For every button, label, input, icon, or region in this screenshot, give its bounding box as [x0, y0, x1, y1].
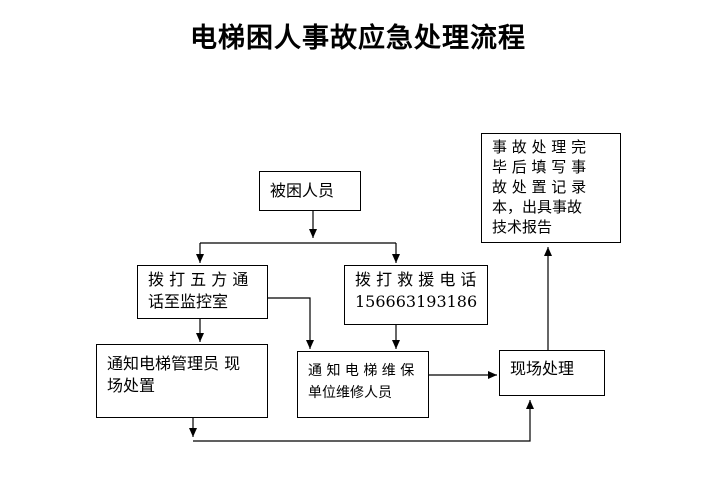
node-onsite-handling-text: 现场处理	[510, 359, 575, 378]
node-accident-record-report: 事 故 处 理 完 毕 后 填 写 事 故 处 置 记 录 本，出具事故 技术报…	[481, 133, 621, 243]
node-notify-elevator-manager-line1: 通知电梯管理员 现	[107, 354, 241, 373]
node-notify-maintenance-unit-line2: 单位维修人员	[308, 385, 392, 401]
node-call-control-room-line2: 话至监控室	[148, 292, 229, 311]
node-accident-record-report-line3: 故 处 置 记 录	[492, 178, 587, 196]
node-trapped-person-text: 被困人员	[270, 181, 335, 200]
node-call-control-room: 拨 打 五 方 通 话至监控室	[137, 265, 268, 319]
node-call-control-room-line1: 拨 打 五 方 通	[148, 270, 249, 289]
node-notify-elevator-manager-line2: 场处置	[107, 376, 156, 395]
node-onsite-handling: 现场处理	[499, 350, 605, 396]
page-title: 电梯困人事故应急处理流程	[190, 23, 526, 54]
node-call-rescue-phone-number: 156663193186	[355, 292, 478, 311]
node-trapped-person: 被困人员	[259, 171, 361, 211]
node-call-rescue-phone-line1: 拨 打 救 援 电 话	[355, 270, 477, 289]
arrow-control-to-maint	[267, 297, 314, 349]
node-accident-record-report-line1: 事 故 处 理 完	[492, 138, 587, 156]
node-call-rescue-phone: 拨 打 救 援 电 话 156663193186	[344, 265, 488, 325]
node-notify-maintenance-unit-line1: 通 知 电 梯 维 保	[308, 363, 415, 379]
node-accident-record-report-line5: 技术报告	[492, 218, 553, 236]
node-accident-record-report-line4: 本，出具事故	[492, 198, 583, 216]
arrow-bottom-to-onsite	[193, 400, 534, 442]
node-accident-record-report-line2: 毕 后 填 写 事	[492, 158, 587, 176]
node-notify-elevator-manager: 通知电梯管理员 现 场处置	[96, 344, 268, 418]
node-notify-maintenance-unit: 通 知 电 梯 维 保 单位维修人员	[297, 351, 429, 418]
